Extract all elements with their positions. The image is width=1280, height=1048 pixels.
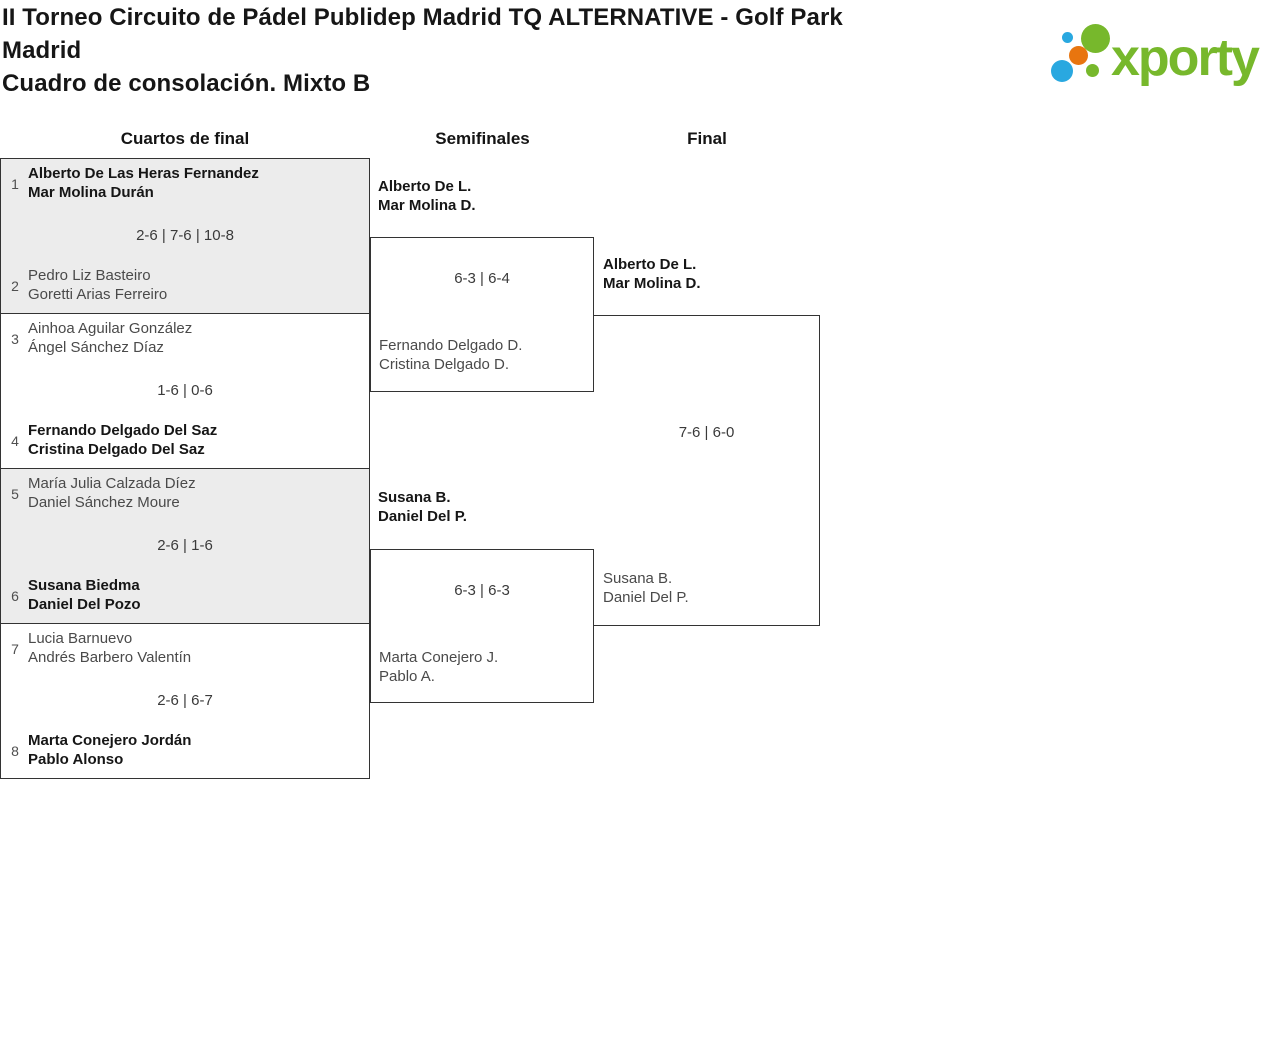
player-name: Cristina Delgado D. [379, 355, 510, 373]
player-name: Mar Molina D. [378, 196, 476, 214]
match-sf-1: 6-3 | 6-4 Fernando Delgado D. Cristina D… [370, 237, 594, 392]
sf2-losing-team: Marta Conejero J. Pablo A. [379, 649, 498, 686]
match-final: 7-6 | 6-0 Susana B. Daniel Del P. [594, 315, 820, 626]
page-title-block: II Torneo Circuito de Pádel Publidep Mad… [2, 1, 907, 100]
team-row: 7 Lucia Barnuevo Andrés Barbero Valentín [5, 630, 361, 667]
team-names: Pedro Liz Basteiro Goretti Arias Ferreir… [28, 267, 167, 304]
logo-dot-icon [1069, 46, 1088, 65]
xporty-logo-text: xporty [1111, 29, 1260, 87]
player-name: Daniel Del Pozo [28, 595, 141, 613]
player-name: Susana Biedma [28, 577, 140, 594]
tournament-title: II Torneo Circuito de Pádel Publidep Mad… [2, 4, 843, 64]
match-qf-2: 3 Ainhoa Aguilar González Ángel Sánchez … [0, 313, 370, 469]
team-row: 8 Marta Conejero Jordán Pablo Alonso [5, 732, 361, 769]
team-names: Susana Biedma Daniel Del Pozo [28, 577, 141, 614]
match-score: 1-6 | 0-6 [157, 382, 213, 399]
seed-number: 4 [11, 432, 19, 449]
seed-number: 1 [11, 175, 19, 192]
match-qf-3: 5 María Julia Calzada Díez Daniel Sánche… [0, 468, 370, 624]
logo-dot-icon [1051, 60, 1073, 82]
player-name: Mar Molina D. [603, 274, 701, 292]
column-header-cuartos: Cuartos de final [120, 129, 250, 148]
player-name: Mar Molina Durán [28, 183, 154, 201]
team-names: Fernando Delgado Del Saz Cristina Delgad… [28, 422, 217, 459]
match-score: 7-6 | 6-0 [678, 424, 735, 441]
team-names: Ainhoa Aguilar González Ángel Sánchez Dí… [28, 320, 192, 357]
player-name: Susana B. [603, 570, 673, 587]
match-score: 2-6 | 7-6 | 10-8 [136, 227, 234, 244]
player-name: Ainhoa Aguilar González [28, 320, 193, 337]
match-qf-1: 1 Alberto De Las Heras Fernandez Mar Mol… [0, 158, 370, 314]
player-name: Goretti Arias Ferreiro [28, 285, 168, 303]
player-name: Lucia Barnuevo [28, 630, 133, 647]
logo-dot-icon [1086, 64, 1099, 77]
xporty-logo: xporty [1045, 15, 1280, 100]
player-name: Alberto De L. [603, 256, 697, 273]
match-score: 6-3 | 6-4 [454, 270, 510, 287]
team-row: 6 Susana Biedma Daniel Del Pozo [5, 577, 361, 614]
quarterfinals-column: 1 Alberto De Las Heras Fernandez Mar Mol… [0, 158, 370, 779]
player-name: Daniel Del P. [603, 588, 689, 606]
team-row: 2 Pedro Liz Basteiro Goretti Arias Ferre… [5, 267, 361, 304]
sf1-losing-team: Fernando Delgado D. Cristina Delgado D. [379, 337, 522, 374]
seed-number: 3 [11, 330, 19, 347]
seed-number: 2 [11, 277, 19, 294]
player-name: Daniel Del P. [378, 507, 467, 525]
team-names: Lucia Barnuevo Andrés Barbero Valentín [28, 630, 191, 667]
seed-number: 7 [11, 640, 19, 657]
seed-number: 8 [11, 742, 19, 759]
player-name: Marta Conejero J. [379, 649, 499, 666]
match-qf-4: 7 Lucia Barnuevo Andrés Barbero Valentín… [0, 623, 370, 779]
final-winning-team: Alberto De L. Mar Molina D. [603, 256, 701, 293]
player-name: Pablo A. [379, 667, 435, 685]
player-name: María Julia Calzada Díez [28, 475, 196, 492]
team-names: Alberto De Las Heras Fernandez Mar Molin… [28, 165, 259, 202]
team-row: 3 Ainhoa Aguilar González Ángel Sánchez … [5, 320, 361, 357]
player-name: Alberto De Las Heras Fernandez [28, 165, 259, 182]
logo-dot-icon [1062, 32, 1073, 43]
match-score: 6-3 | 6-3 [454, 582, 510, 599]
seed-number: 5 [11, 485, 19, 502]
player-name: Fernando Delgado D. [379, 337, 523, 354]
team-row: 5 María Julia Calzada Díez Daniel Sánche… [5, 475, 361, 512]
player-name: Pablo Alonso [28, 750, 124, 768]
seed-number: 6 [11, 587, 19, 604]
player-name: Alberto De L. [378, 178, 472, 195]
final-losing-team: Susana B. Daniel Del P. [603, 570, 689, 607]
player-name: Daniel Sánchez Moure [28, 493, 180, 511]
match-score: 2-6 | 1-6 [157, 537, 213, 554]
player-name: Fernando Delgado Del Saz [28, 422, 218, 439]
team-names: María Julia Calzada Díez Daniel Sánchez … [28, 475, 196, 512]
player-name: Cristina Delgado Del Saz [28, 440, 205, 458]
column-header-semifinales: Semifinales [435, 129, 530, 148]
match-sf-2: 6-3 | 6-3 Marta Conejero J. Pablo A. [370, 549, 594, 703]
player-name: Susana B. [378, 489, 451, 506]
bracket-subtitle: Cuadro de consolación. Mixto B [2, 70, 371, 97]
player-name: Marta Conejero Jordán [28, 732, 192, 749]
player-name: Ángel Sánchez Díaz [28, 338, 164, 356]
match-score: 2-6 | 6-7 [157, 692, 213, 709]
column-header-final: Final [687, 129, 727, 148]
sf2-advancing-team: Susana B. Daniel Del P. [378, 489, 467, 526]
sf1-advancing-team: Alberto De L. Mar Molina D. [378, 178, 476, 215]
player-name: Andrés Barbero Valentín [28, 648, 192, 666]
team-row: 4 Fernando Delgado Del Saz Cristina Delg… [5, 422, 361, 459]
team-names: Marta Conejero Jordán Pablo Alonso [28, 732, 191, 769]
team-row: 1 Alberto De Las Heras Fernandez Mar Mol… [5, 165, 361, 202]
player-name: Pedro Liz Basteiro [28, 267, 151, 284]
logo-dot-icon [1081, 24, 1110, 53]
